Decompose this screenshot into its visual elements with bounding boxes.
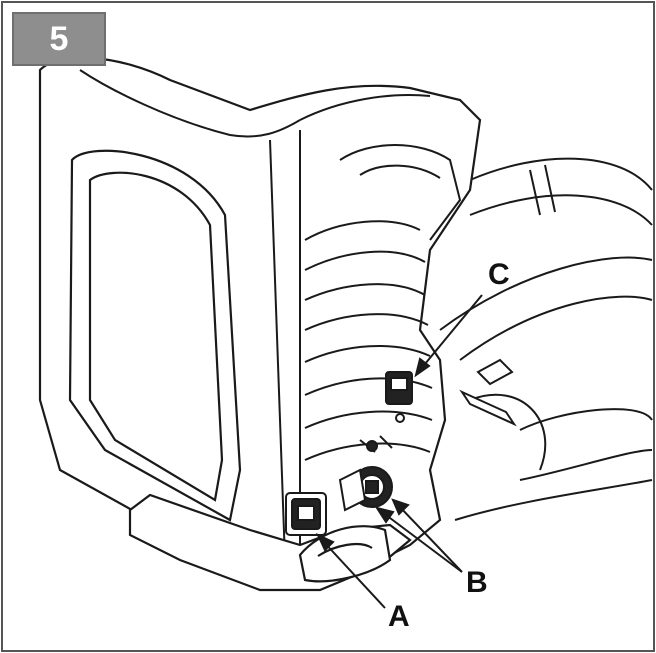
leader-arrows: [315, 294, 483, 609]
callout-label-a: A: [388, 600, 410, 633]
step-number: 5: [49, 19, 69, 58]
callout-label-b: B: [466, 566, 488, 599]
switch-c: [385, 371, 413, 423]
side-panel: [68, 149, 242, 522]
base-foot: [128, 493, 412, 592]
strap-clip: [459, 358, 517, 427]
usb-port-a: [285, 492, 327, 536]
callout-label-c: C: [488, 258, 510, 291]
connector-b: [338, 435, 393, 512]
step-badge: 5: [12, 12, 106, 66]
hose: [439, 157, 653, 521]
